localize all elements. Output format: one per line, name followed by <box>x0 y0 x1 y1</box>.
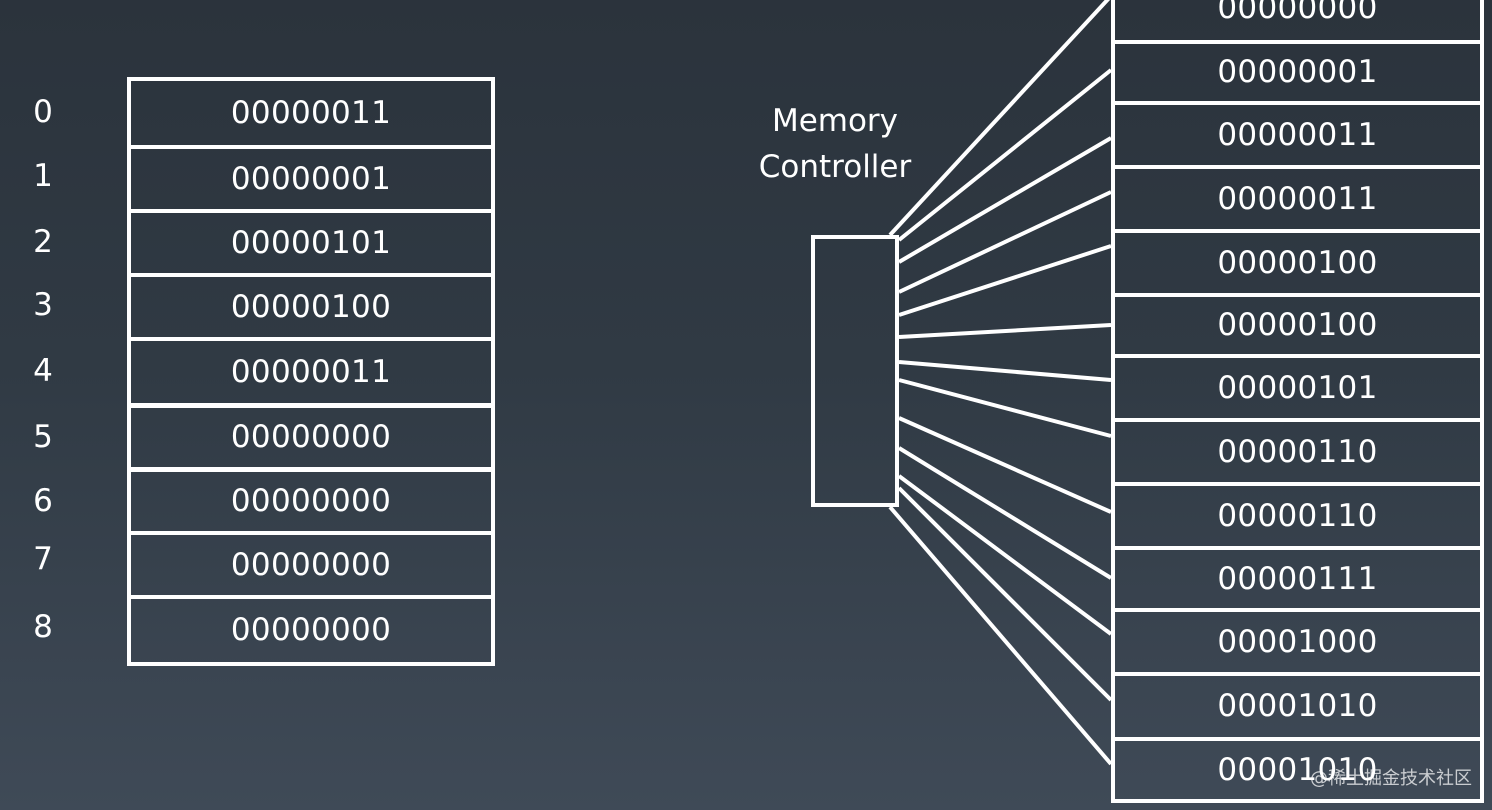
address-index-label: 6 <box>33 483 53 519</box>
wire-line <box>898 360 1112 382</box>
right-memory-cell: 00000100 <box>1111 293 1484 358</box>
left-memory-cell: 00000100 <box>127 273 495 341</box>
left-memory-cell: 00000101 <box>127 209 495 277</box>
address-index-label: 4 <box>33 353 53 389</box>
left-memory-cell: 00000001 <box>127 145 495 213</box>
left-memory-cell: 00000000 <box>127 467 495 535</box>
wire-line <box>898 244 1112 317</box>
right-memory-cell: 00001000 <box>1111 608 1484 676</box>
right-memory-cell: 00001010 <box>1111 672 1484 741</box>
address-index-label: 3 <box>33 287 53 323</box>
wire-line <box>898 416 1112 514</box>
watermark: @稀土掘金技术社区 <box>1310 768 1472 789</box>
right-memory-cell: 00000011 <box>1111 101 1484 169</box>
right-memory-cell: 00000111 <box>1111 546 1484 612</box>
right-memory-cell: 00001010 <box>1111 737 1484 803</box>
wire-line <box>897 474 1113 636</box>
right-memory-cell: 00000110 <box>1111 482 1484 550</box>
right-memory-cell: 00000110 <box>1111 418 1484 486</box>
wire-line <box>888 505 1113 766</box>
wire-line <box>897 136 1113 264</box>
address-index-label: 0 <box>33 94 53 130</box>
left-memory-cell: 00000000 <box>127 595 495 666</box>
memory-controller-label-line1: Memory <box>771 103 899 139</box>
right-memory-cell: 00000001 <box>1111 40 1484 105</box>
right-memory-cell: 00000000 <box>1111 0 1484 44</box>
address-index-label: 5 <box>33 419 53 455</box>
wire-line <box>898 190 1112 294</box>
memory-controller-label: Memory Controller <box>745 98 925 190</box>
right-memory-cell: 00000011 <box>1111 165 1484 233</box>
left-memory-cell: 00000000 <box>127 531 495 599</box>
address-index-label: 1 <box>33 158 53 194</box>
wire-line <box>897 68 1113 242</box>
address-index-label: 7 <box>33 541 53 577</box>
address-index-label: 8 <box>33 609 53 645</box>
wire-line <box>897 486 1113 702</box>
left-memory-cell: 00000011 <box>127 77 495 149</box>
right-memory-cell: 00000101 <box>1111 354 1484 422</box>
right-memory-cell: 00000100 <box>1111 229 1484 297</box>
left-memory-cell: 00000000 <box>127 403 495 472</box>
address-index-label: 2 <box>33 224 53 260</box>
memory-controller-label-line2: Controller <box>758 149 912 185</box>
wire-line <box>898 323 1112 339</box>
wire-line <box>898 378 1112 438</box>
left-memory-cell: 00000011 <box>127 337 495 408</box>
wire-line <box>897 446 1113 580</box>
memory-controller-box <box>811 235 899 507</box>
